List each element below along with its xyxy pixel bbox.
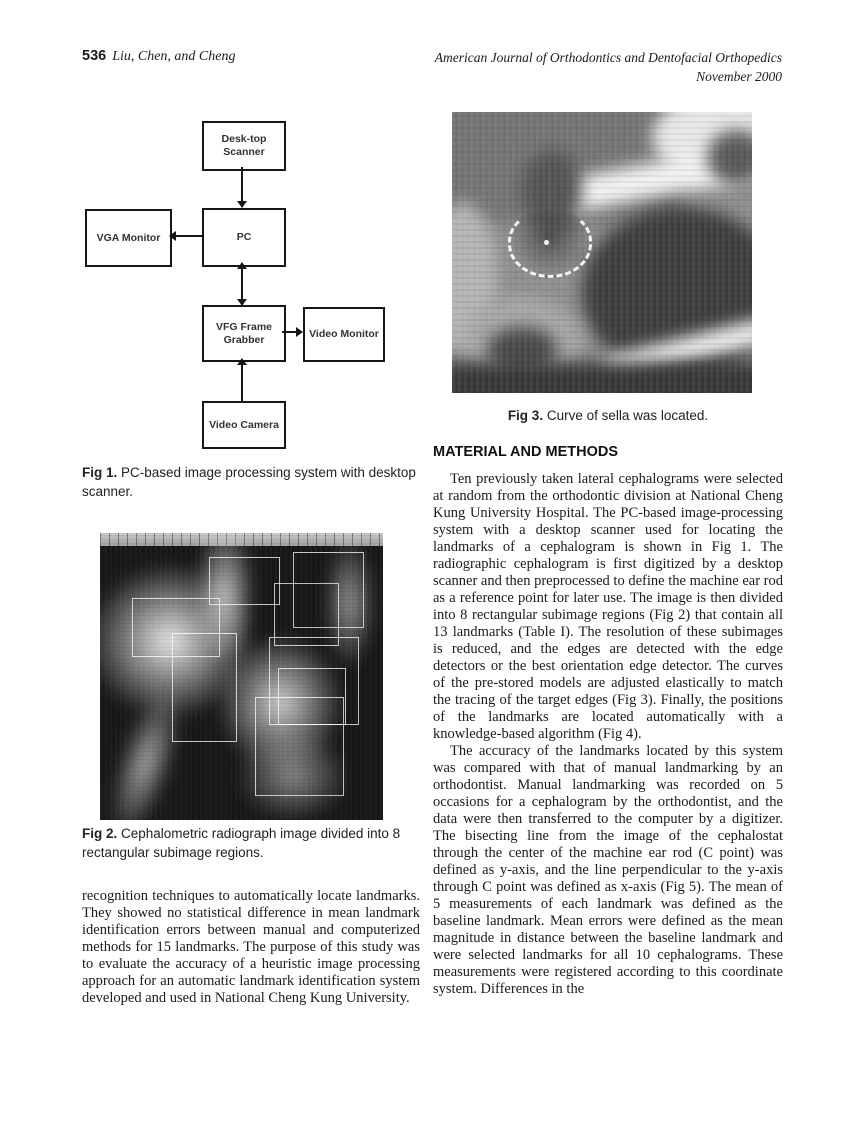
journal-title: American Journal of Orthodontics and Den… [434,50,782,65]
xray-grain-overlay [100,533,383,820]
arrowhead-down-icon [237,299,247,306]
subimage-region-rect [255,697,344,796]
fig2-caption-text: Cephalometric radiograph image divided i… [82,826,401,860]
arrow-pc-vfg-bidirectional [241,268,243,300]
subimage-region-rect [274,583,339,646]
fig3-caption: Fig 3. Curve of sella was located. [433,406,783,425]
fig1-caption-text: PC-based image processing system with de… [82,465,416,499]
subimage-region-rect [172,633,237,742]
arrowhead-left-icon [169,231,176,241]
fig1-caption: Fig 1. PC-based image processing system … [82,463,420,501]
fig3-sella-image [452,112,752,393]
fig2-radiograph-image [100,533,383,820]
xray-jaw-highlight [235,728,350,820]
sella-center-dot [544,240,549,245]
sella-topright-dark-blob [707,130,752,185]
sella-dotted-curve [508,210,592,278]
arrow-camera-to-vfg [241,364,243,401]
fig1-caption-label: Fig 1. [82,465,118,480]
body-paragraph: recognition techniques to automatically … [82,888,420,1006]
section-heading-material-and-methods: MATERIAL AND METHODS [433,444,619,460]
subimage-region-rect [293,552,364,628]
body-paragraph: The accuracy of the landmarks located by… [433,743,783,997]
flowchart-box-video-monitor: Video Monitor [303,307,385,362]
arrow-pc-to-vga [176,235,202,237]
page-number: 536 [82,48,107,64]
left-column-text: recognition techniques to automatically … [82,888,420,1007]
xray-forehead-arc [322,533,377,673]
journal-issue-date: November 2000 [696,69,782,84]
page-header-left: 536 Liu, Chen, and Cheng [82,48,235,65]
running-authors: Liu, Chen, and Cheng [112,49,236,64]
fig2-caption-label: Fig 2. [82,826,118,841]
fig3-caption-text: Curve of sella was located. [543,408,709,423]
flowchart-box-scanner: Desk-top Scanner [202,121,286,171]
subimage-region-rect [278,668,346,725]
arrowhead-right-icon [296,327,303,337]
arrowhead-up-icon [237,358,247,365]
fig2-caption: Fig 2. Cephalometric radiograph image di… [82,824,420,862]
body-paragraph: Ten previously taken lateral cephalogram… [433,471,783,742]
arrowhead-up-icon [237,262,247,269]
fig1-flowchart: Desk-top Scanner PC VGA Monitor VFG Fram… [85,115,395,455]
sella-pixel-overlay [452,112,752,393]
arrow-scanner-to-pc [241,167,243,202]
flowchart-box-vfg-frame-grabber: VFG Frame Grabber [202,305,286,362]
arrow-vfg-to-video-monitor [282,331,297,333]
arrowhead-down-icon [237,201,247,208]
right-column-text: Ten previously taken lateral cephalogram… [433,471,783,998]
subimage-region-rect [132,598,220,657]
page-header-right: American Journal of Orthodontics and Den… [435,48,782,86]
flowchart-box-video-camera: Video Camera [202,401,286,449]
sella-bottom-dark-band [452,362,752,393]
flowchart-box-pc: PC [202,208,286,267]
flowchart-box-vga-monitor: VGA Monitor [85,209,172,267]
fig3-caption-label: Fig 3. [507,408,544,423]
subimage-region-rect [209,557,280,605]
